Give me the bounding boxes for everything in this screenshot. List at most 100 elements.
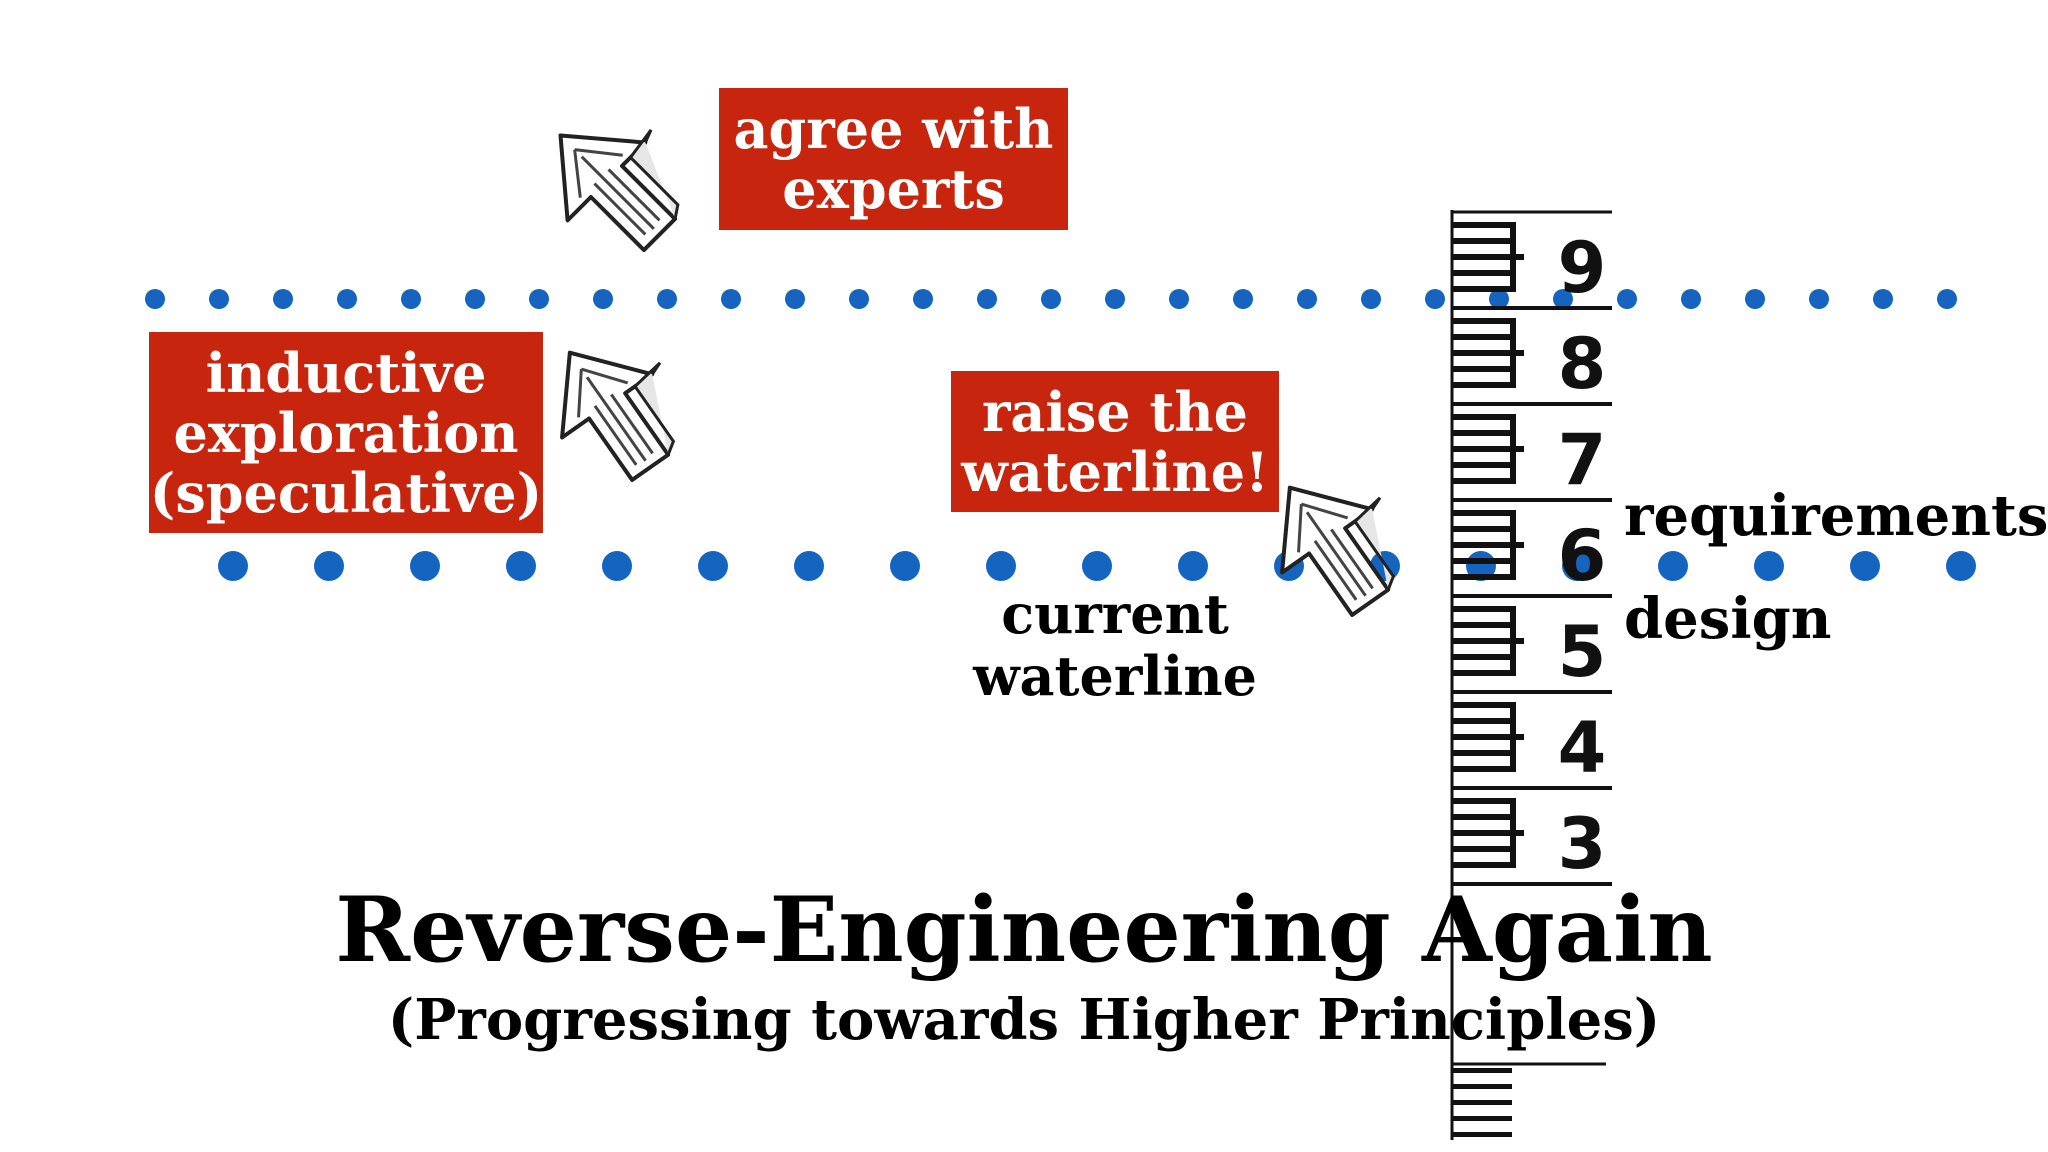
dot	[1562, 551, 1592, 581]
gauge-minor-tick	[1452, 830, 1524, 836]
gauge-number: 5	[1558, 611, 1607, 693]
agree-with-experts-box: agree with experts	[719, 88, 1068, 230]
dot	[1553, 289, 1573, 309]
dot	[1297, 289, 1317, 309]
gauge-minor-tick	[1452, 670, 1510, 676]
dot	[1105, 289, 1125, 309]
gauge-number: 4	[1558, 707, 1607, 789]
gauge-spine	[1510, 510, 1516, 580]
dot	[465, 289, 485, 309]
raise-the-waterline-box: raise the waterline!	[951, 371, 1279, 512]
dot	[849, 289, 869, 309]
gauge-minor-tick	[1452, 414, 1510, 420]
gauge-minor-tick	[1452, 574, 1510, 580]
dot	[593, 289, 613, 309]
slide-title: Reverse-Engineering Again	[335, 877, 1713, 983]
gauge-number: 3	[1558, 803, 1607, 885]
label-line: current	[1001, 582, 1229, 646]
dot	[1361, 289, 1381, 309]
label-line: waterline	[973, 644, 1257, 708]
dot	[529, 289, 549, 309]
gauge-minor-tick	[1452, 1116, 1512, 1121]
gauge-spine	[1510, 414, 1516, 484]
arrow-up-left-icon	[1280, 485, 1396, 617]
gauge-minor-tick	[1452, 382, 1510, 388]
dot	[410, 551, 440, 581]
gauge-minor-tick	[1452, 366, 1510, 372]
dot	[1233, 289, 1253, 309]
gauge-minor-tick	[1452, 734, 1524, 740]
gauge-minor-tick	[1452, 750, 1510, 756]
gauge-minor-tick	[1452, 622, 1510, 628]
dot	[1489, 289, 1509, 309]
dot	[602, 551, 632, 581]
current-waterline-dotted-line	[218, 551, 1976, 581]
gauge-minor-tick	[1452, 862, 1510, 868]
gauge-minor-tick	[1452, 238, 1510, 244]
dot	[657, 289, 677, 309]
gauge-spine	[1510, 702, 1516, 772]
gauge-spine	[1510, 798, 1516, 868]
gauge-minor-tick	[1452, 222, 1510, 228]
dot	[1178, 551, 1208, 581]
box-line: waterline!	[961, 439, 1269, 504]
dot	[1658, 551, 1688, 581]
gauge-minor-tick	[1452, 254, 1524, 260]
gauge-minor-tick	[1452, 654, 1510, 660]
arrow-up-right-icon	[558, 128, 680, 253]
arrow-up-left-icon	[560, 350, 676, 482]
dot	[1041, 289, 1061, 309]
gauge-number: 9	[1558, 227, 1607, 309]
gauge-minor-tick	[1452, 430, 1510, 436]
gauge-minor-tick	[1452, 1132, 1512, 1137]
gauge-minor-tick	[1452, 1068, 1512, 1073]
dot	[1681, 289, 1701, 309]
dot	[1617, 289, 1637, 309]
dot	[794, 551, 824, 581]
dot	[1850, 551, 1880, 581]
gauge-number: 7	[1558, 419, 1607, 501]
gauge-number: 8	[1558, 323, 1607, 405]
dot	[890, 551, 920, 581]
dot	[1754, 551, 1784, 581]
gauge-spine	[1510, 606, 1516, 676]
gauge-minor-tick	[1452, 526, 1510, 532]
gauge-minor-tick	[1452, 270, 1510, 276]
dot	[506, 551, 536, 581]
box-line: inductive	[205, 340, 487, 405]
box-line: raise the	[981, 379, 1249, 444]
gauge-spine	[1510, 222, 1516, 292]
slide-subtitle: (Progressing towards Higher Principles)	[387, 987, 1661, 1053]
design-label: design	[1624, 586, 1832, 652]
current-waterline-label: current waterline	[950, 583, 1280, 707]
gauge-minor-tick	[1452, 606, 1510, 612]
gauge-minor-tick	[1452, 558, 1510, 564]
box-line: exploration	[173, 400, 519, 465]
gauge-minor-tick	[1452, 1084, 1512, 1089]
dot	[1873, 289, 1893, 309]
gauge-minor-tick	[1452, 1100, 1512, 1105]
upper-dotted-line	[145, 289, 1957, 309]
box-line: agree with	[733, 97, 1054, 161]
dot	[977, 289, 997, 309]
dot	[1082, 551, 1112, 581]
gauge-spine	[1510, 318, 1516, 388]
dot	[986, 551, 1016, 581]
dot	[1809, 289, 1829, 309]
dot	[1946, 551, 1976, 581]
gauge-minor-tick	[1452, 702, 1510, 708]
dot	[337, 289, 357, 309]
gauge-minor-tick	[1452, 542, 1524, 548]
dot	[218, 551, 248, 581]
gauge-minor-tick	[1452, 446, 1524, 452]
dot	[209, 289, 229, 309]
gauge-minor-tick	[1452, 766, 1510, 772]
dot	[1169, 289, 1189, 309]
box-line: (speculative)	[149, 460, 543, 525]
gauge-minor-tick	[1452, 286, 1510, 292]
gauge-minor-tick	[1452, 318, 1510, 324]
dot	[1745, 289, 1765, 309]
gauge-minor-tick	[1452, 478, 1510, 484]
gauge-minor-tick	[1452, 350, 1524, 356]
dot	[273, 289, 293, 309]
